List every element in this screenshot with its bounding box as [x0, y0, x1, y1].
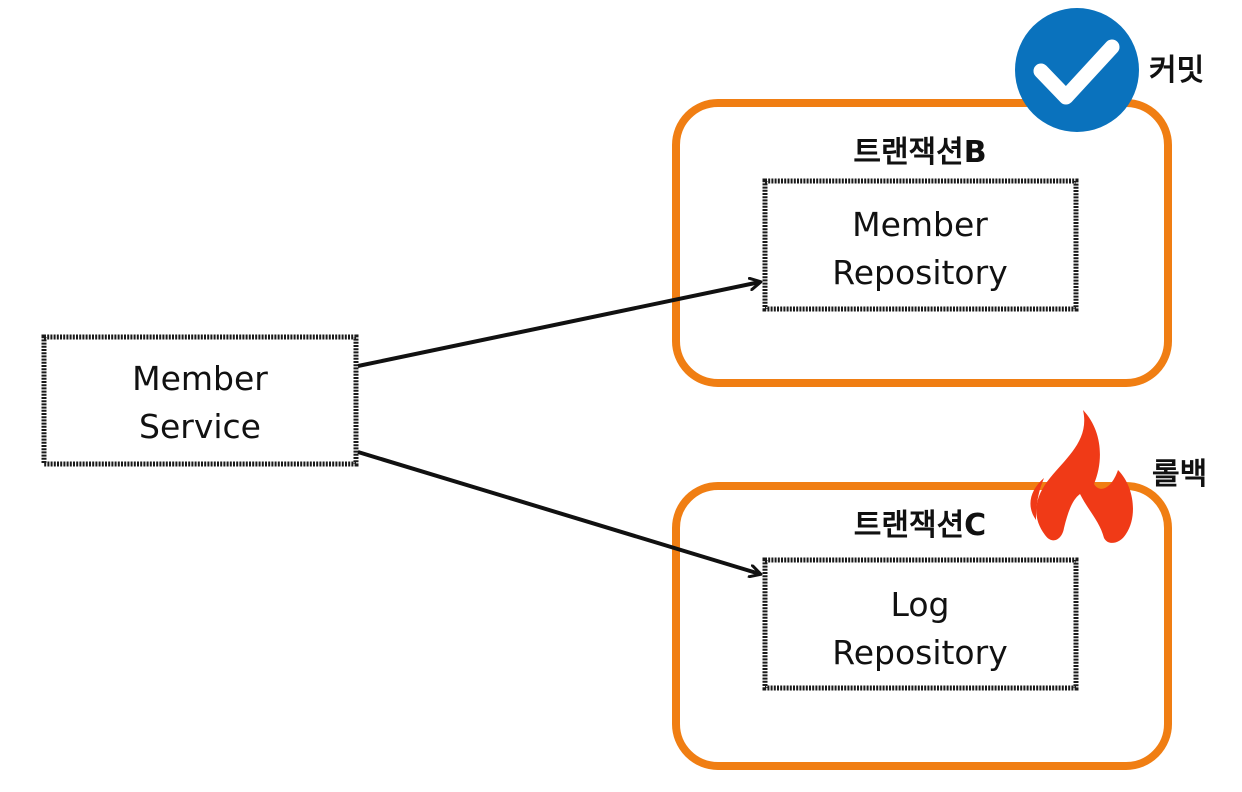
member-service-box [41, 334, 359, 467]
rollback-status-label: 롤백 [1152, 457, 1207, 492]
flame-icon [1030, 410, 1133, 543]
member-repository-line2: Repository [832, 253, 1007, 292]
commit-status-label: 커밋 [1149, 53, 1204, 88]
transaction-c-label: 트랜잭션C [854, 508, 986, 543]
log-repository-line2: Repository [832, 633, 1007, 672]
member-repository-line1: Member [852, 205, 988, 244]
log-repository-line1: Log [891, 585, 950, 624]
member-repository-box [762, 178, 1079, 312]
transaction-b-container [672, 99, 1172, 387]
member-service-line1: Member [132, 359, 268, 398]
log-repository-box [762, 557, 1079, 691]
arrow-service-to-log-repository [357, 450, 760, 574]
transaction-b-label: 트랜잭션B [853, 135, 986, 170]
arrow-service-to-member-repository [357, 282, 760, 368]
member-service-line2: Service [139, 407, 261, 446]
check-circle-icon [1015, 8, 1139, 132]
transaction-c-container [672, 482, 1172, 770]
